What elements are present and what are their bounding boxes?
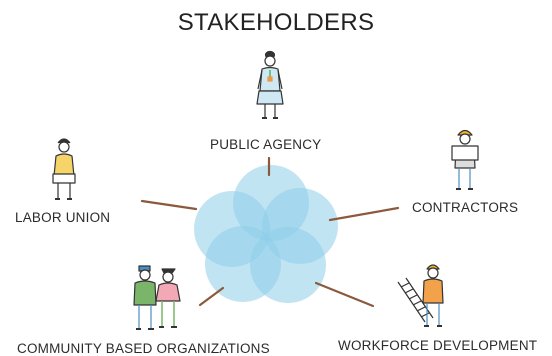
label-workforce-development: WORKFORCE DEVELOPMENT bbox=[338, 338, 538, 353]
public-agency-person-icon bbox=[256, 50, 284, 119]
circle-bottom-right bbox=[250, 227, 326, 303]
connector-contractors bbox=[328, 206, 400, 222]
label-contractors: CONTRACTORS bbox=[412, 200, 519, 215]
diagram-title: STAKEHOLDERS bbox=[177, 9, 375, 36]
contractor-person-icon bbox=[451, 129, 479, 190]
label-public-agency: PUBLIC AGENCY bbox=[210, 137, 322, 152]
labor-union-person-icon bbox=[52, 138, 76, 200]
connector-lines bbox=[140, 156, 400, 308]
overlapping-circles-venn bbox=[194, 165, 338, 303]
connector-labor-union bbox=[140, 199, 198, 211]
connector-workforce bbox=[314, 281, 375, 308]
label-labor-union: LABOR UNION bbox=[15, 210, 111, 225]
community-people-icon bbox=[133, 265, 181, 330]
label-community-based-organizations: COMMUNITY BASED ORGANIZATIONS bbox=[17, 341, 270, 356]
connector-community bbox=[198, 286, 225, 307]
workforce-person-with-ladder-icon bbox=[397, 264, 444, 327]
